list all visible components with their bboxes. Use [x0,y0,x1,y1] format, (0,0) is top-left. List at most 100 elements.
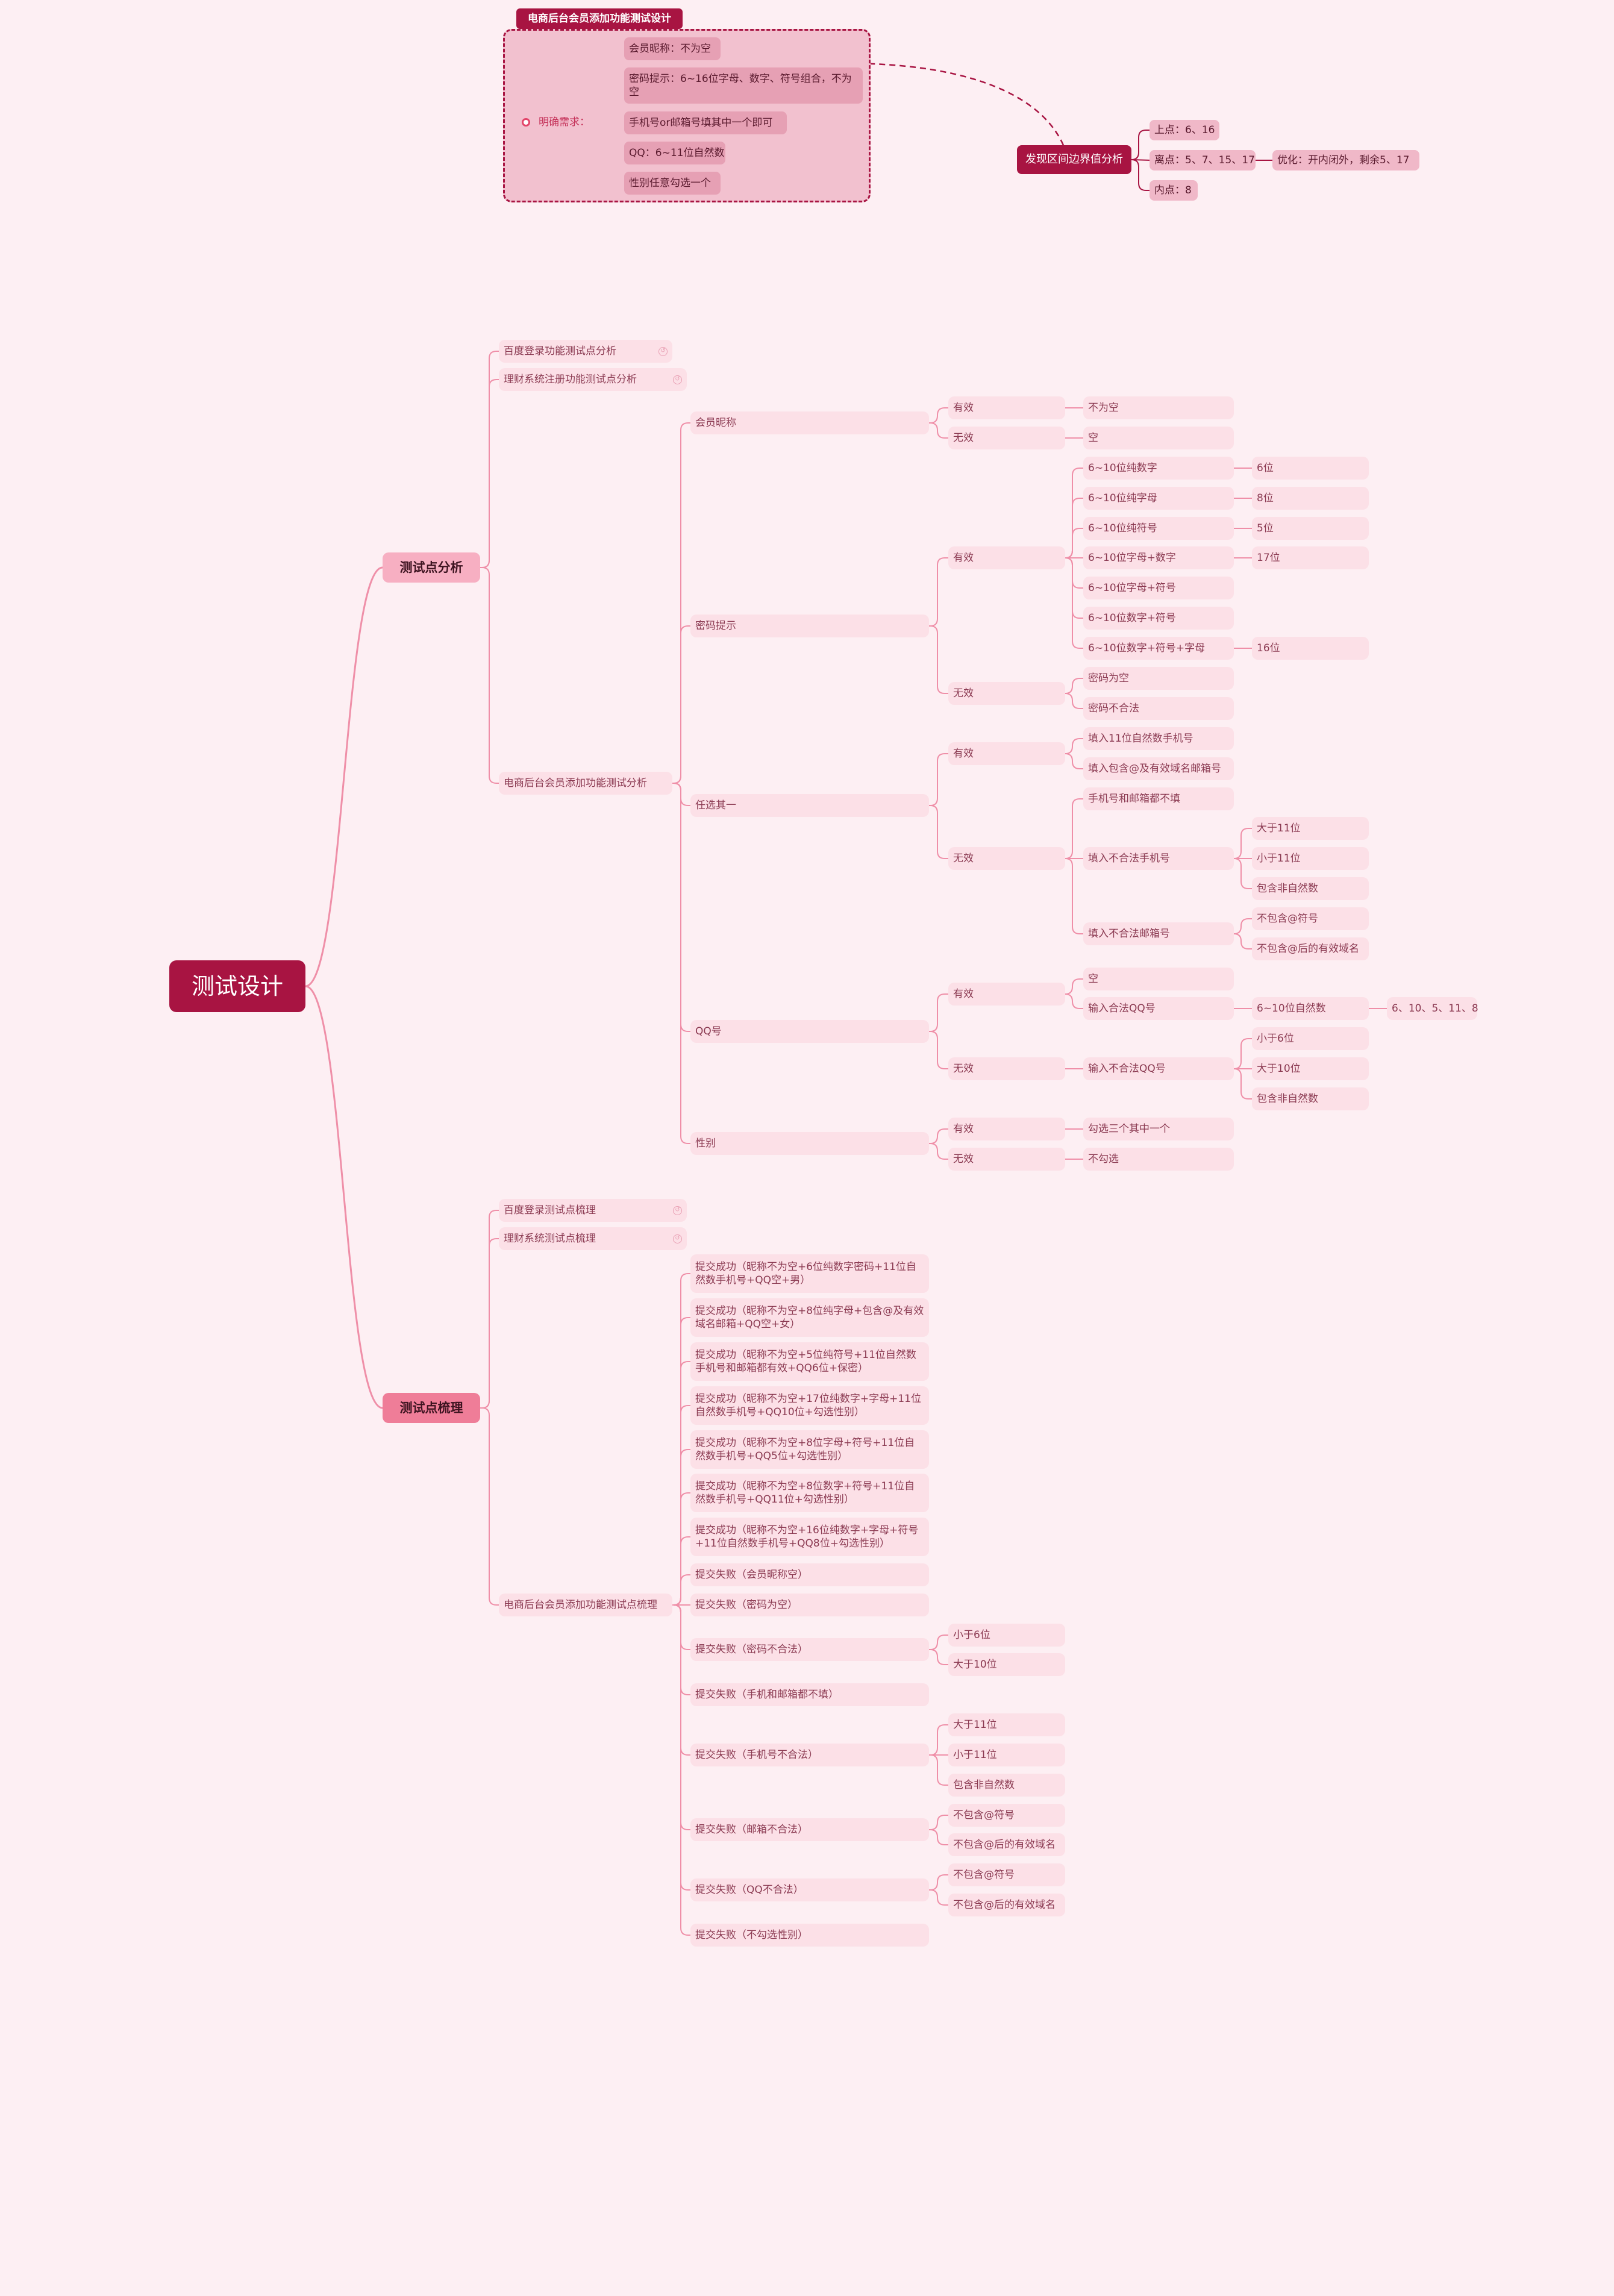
boundary-point: 内点：8 [1150,180,1198,201]
success-case: 提交成功（昵称不为空+17位纯数字+字母+11位自然数手机号+QQ10位+勾选性… [690,1386,929,1425]
leaf: 不勾选 [1083,1148,1234,1171]
need-label: 明确需求： [517,113,613,131]
dashed-arrow [804,62,1065,146]
connector [672,1449,693,1606]
connector [1233,828,1253,859]
leaf: 输入不合法QQ号 [1083,1057,1234,1080]
leaf: 6位 [1252,457,1369,480]
connector [672,625,693,784]
connector [305,566,383,987]
boundary-optimize: 优化：开内闭外，剩余5、17 [1272,150,1419,170]
connector [1065,753,1084,769]
leaf: 小于6位 [948,1624,1065,1647]
leaf: 不包含@后的有效域名 [1252,937,1369,960]
need-item: 会员昵称：不为空 [624,37,721,60]
invalid-node: 无效 [948,847,1065,870]
leaf: 空 [1083,968,1234,990]
connector [929,1889,949,1906]
link-icon[interactable]: ↺ [673,1234,682,1243]
fail-case: 提交失败（手机和邮箱都不填） [690,1683,929,1706]
leaf: 6~10位纯字母 [1083,487,1234,510]
subtopic-analysis: 电商后台会员添加功能测试分析 [499,772,672,795]
valid-node: 有效 [948,983,1065,1006]
link-icon[interactable]: ↺ [673,1206,682,1215]
connector [929,1031,949,1069]
leaf: 8位 [1252,487,1369,510]
field-gender: 性别 [690,1132,929,1155]
leaf: 包含非自然数 [1252,1087,1369,1110]
invalid-node: 无效 [948,682,1065,705]
link-icon[interactable]: ↺ [658,346,668,356]
need-item: QQ：6~11位自然数 [624,142,725,164]
connector [480,1238,501,1409]
connector [929,1754,949,1786]
leaf: 大于10位 [1252,1057,1369,1080]
leaf: 6~10位自然数 [1252,997,1369,1020]
fail-case: 提交失败（会员昵称空） [690,1563,929,1586]
invalid-node: 无效 [948,1148,1065,1171]
connector [929,1874,949,1891]
need-item: 手机号or邮箱号填其中一个即可 [624,111,787,134]
leaf: 小于6位 [1252,1027,1369,1050]
connector [672,1604,693,1830]
connector [1065,858,1084,934]
connector [929,1815,949,1830]
connector [1233,858,1253,889]
leaf: 5位 [1252,517,1369,540]
connector [480,351,501,568]
ref-item: 百度登录功能测试点分析↺ [499,340,672,363]
connector [1065,738,1084,754]
leaf: 6~10位字母+符号 [1083,577,1234,599]
leaf: 6~10位数字+符号 [1083,607,1234,630]
connector [929,1143,949,1160]
connector [672,1361,693,1606]
success-case: 提交成功（昵称不为空+8位纯字母+包含@及有效域名邮箱+QQ空+女） [690,1298,929,1337]
connector [672,1492,693,1606]
success-case: 提交成功（昵称不为空+5位纯符号+11位自然数手机号和邮箱都有效+QQ6位+保密… [690,1342,929,1381]
field-qq: QQ号 [690,1020,929,1043]
leaf: 包含非自然数 [948,1774,1065,1797]
connector [929,1829,949,1845]
fail-case: 提交失败（不勾选性别） [690,1924,929,1947]
leaf: 6、10、5、11、8 [1387,997,1478,1020]
leaf: 不包含@后的有效域名 [948,1833,1065,1856]
connector [1131,130,1151,160]
valid-node: 有效 [948,396,1065,419]
leaf: 包含非自然数 [1252,877,1369,900]
leaf: 大于10位 [948,1653,1065,1676]
connector [1065,798,1084,859]
connector [929,1128,949,1144]
connector [672,1273,693,1606]
leaf: 不包含@符号 [948,1804,1065,1827]
connector [480,379,501,568]
fail-case: 提交失败（QQ不合法） [690,1878,929,1901]
need-item: 密码提示：6~16位字母、数字、符号组合，不为空 [624,67,863,104]
connector [672,1604,693,1756]
leaf: 密码不合法 [1083,697,1234,720]
connector [1065,557,1084,649]
connector [1233,1068,1253,1100]
connector [929,407,949,424]
leaf: 不包含@符号 [948,1863,1065,1886]
connector [929,1634,949,1650]
connector [1065,468,1084,558]
connector [672,1536,693,1606]
leaf: 小于11位 [948,1744,1065,1766]
connector [672,1604,693,1936]
design-box-title: 电商后台会员添加功能测试设计 [516,8,683,29]
branch-test-point-sorting: 测试点梳理 [383,1393,480,1423]
invalid-node: 无效 [948,427,1065,449]
ref-item: 理财系统测试点梳理↺ [499,1227,687,1250]
connector [929,993,949,1032]
branch-test-point-analysis: 测试点分析 [383,552,480,583]
need-item: 性别任意勾选一个 [624,172,721,195]
link-icon[interactable]: ↺ [673,375,682,384]
leaf: 输入合法QQ号 [1083,997,1234,1020]
subtopic-sorting: 电商后台会员添加功能测试点梳理 [499,1594,672,1616]
connector [672,1317,693,1606]
connector [929,422,949,439]
connector [1065,678,1084,694]
leaf: 填入包含@及有效域名邮箱号 [1083,757,1234,780]
leaf: 17位 [1252,546,1369,569]
leaf: 16位 [1252,637,1369,660]
